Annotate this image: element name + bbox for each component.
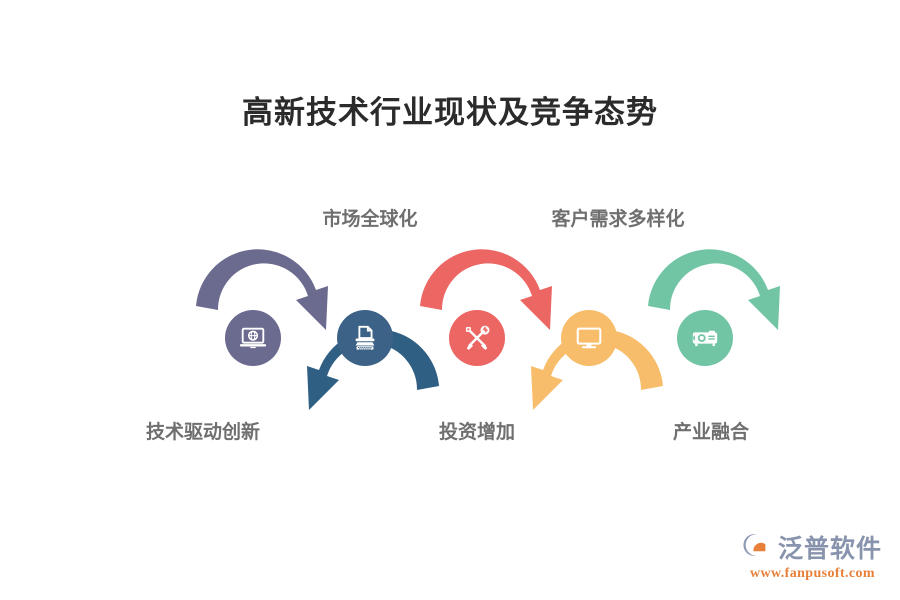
laptop-globe-icon bbox=[238, 323, 268, 353]
step-label-investment-growth: 投资增加 bbox=[438, 422, 516, 443]
step-node-1[interactable] bbox=[225, 310, 281, 366]
arrow-5-green bbox=[648, 249, 780, 330]
typewriter-icon bbox=[350, 323, 380, 353]
step-label-tech-driven-innovation: 技术驱动创新 bbox=[145, 422, 261, 443]
step-node-5[interactable] bbox=[677, 310, 733, 366]
arrow-3-coral bbox=[420, 249, 552, 330]
monitor-icon bbox=[574, 323, 604, 353]
page-title: 高新技术行业现状及竞争态势 bbox=[242, 95, 658, 130]
arrow-1-purple bbox=[196, 249, 328, 330]
watermark-brand-row: 泛普软件 bbox=[743, 529, 882, 565]
fanpu-logo-mark bbox=[743, 532, 773, 563]
watermark-logo: 泛普软件 www.fanpusoft.com bbox=[743, 529, 882, 582]
step-label-customer-demand-diversity: 客户需求多样化 bbox=[551, 209, 685, 230]
watermark-brand-text: 泛普软件 bbox=[777, 534, 882, 563]
watermark-url-text: www.fanpusoft.com bbox=[749, 566, 875, 581]
step-node-3[interactable] bbox=[449, 310, 505, 366]
step-label-industry-convergence: 产业融合 bbox=[672, 422, 750, 443]
projector-icon bbox=[690, 323, 720, 353]
tools-icon bbox=[462, 323, 492, 353]
step-label-market-globalization: 市场全球化 bbox=[322, 209, 418, 230]
step-node-2[interactable] bbox=[337, 310, 393, 366]
step-node-4[interactable] bbox=[561, 310, 617, 366]
